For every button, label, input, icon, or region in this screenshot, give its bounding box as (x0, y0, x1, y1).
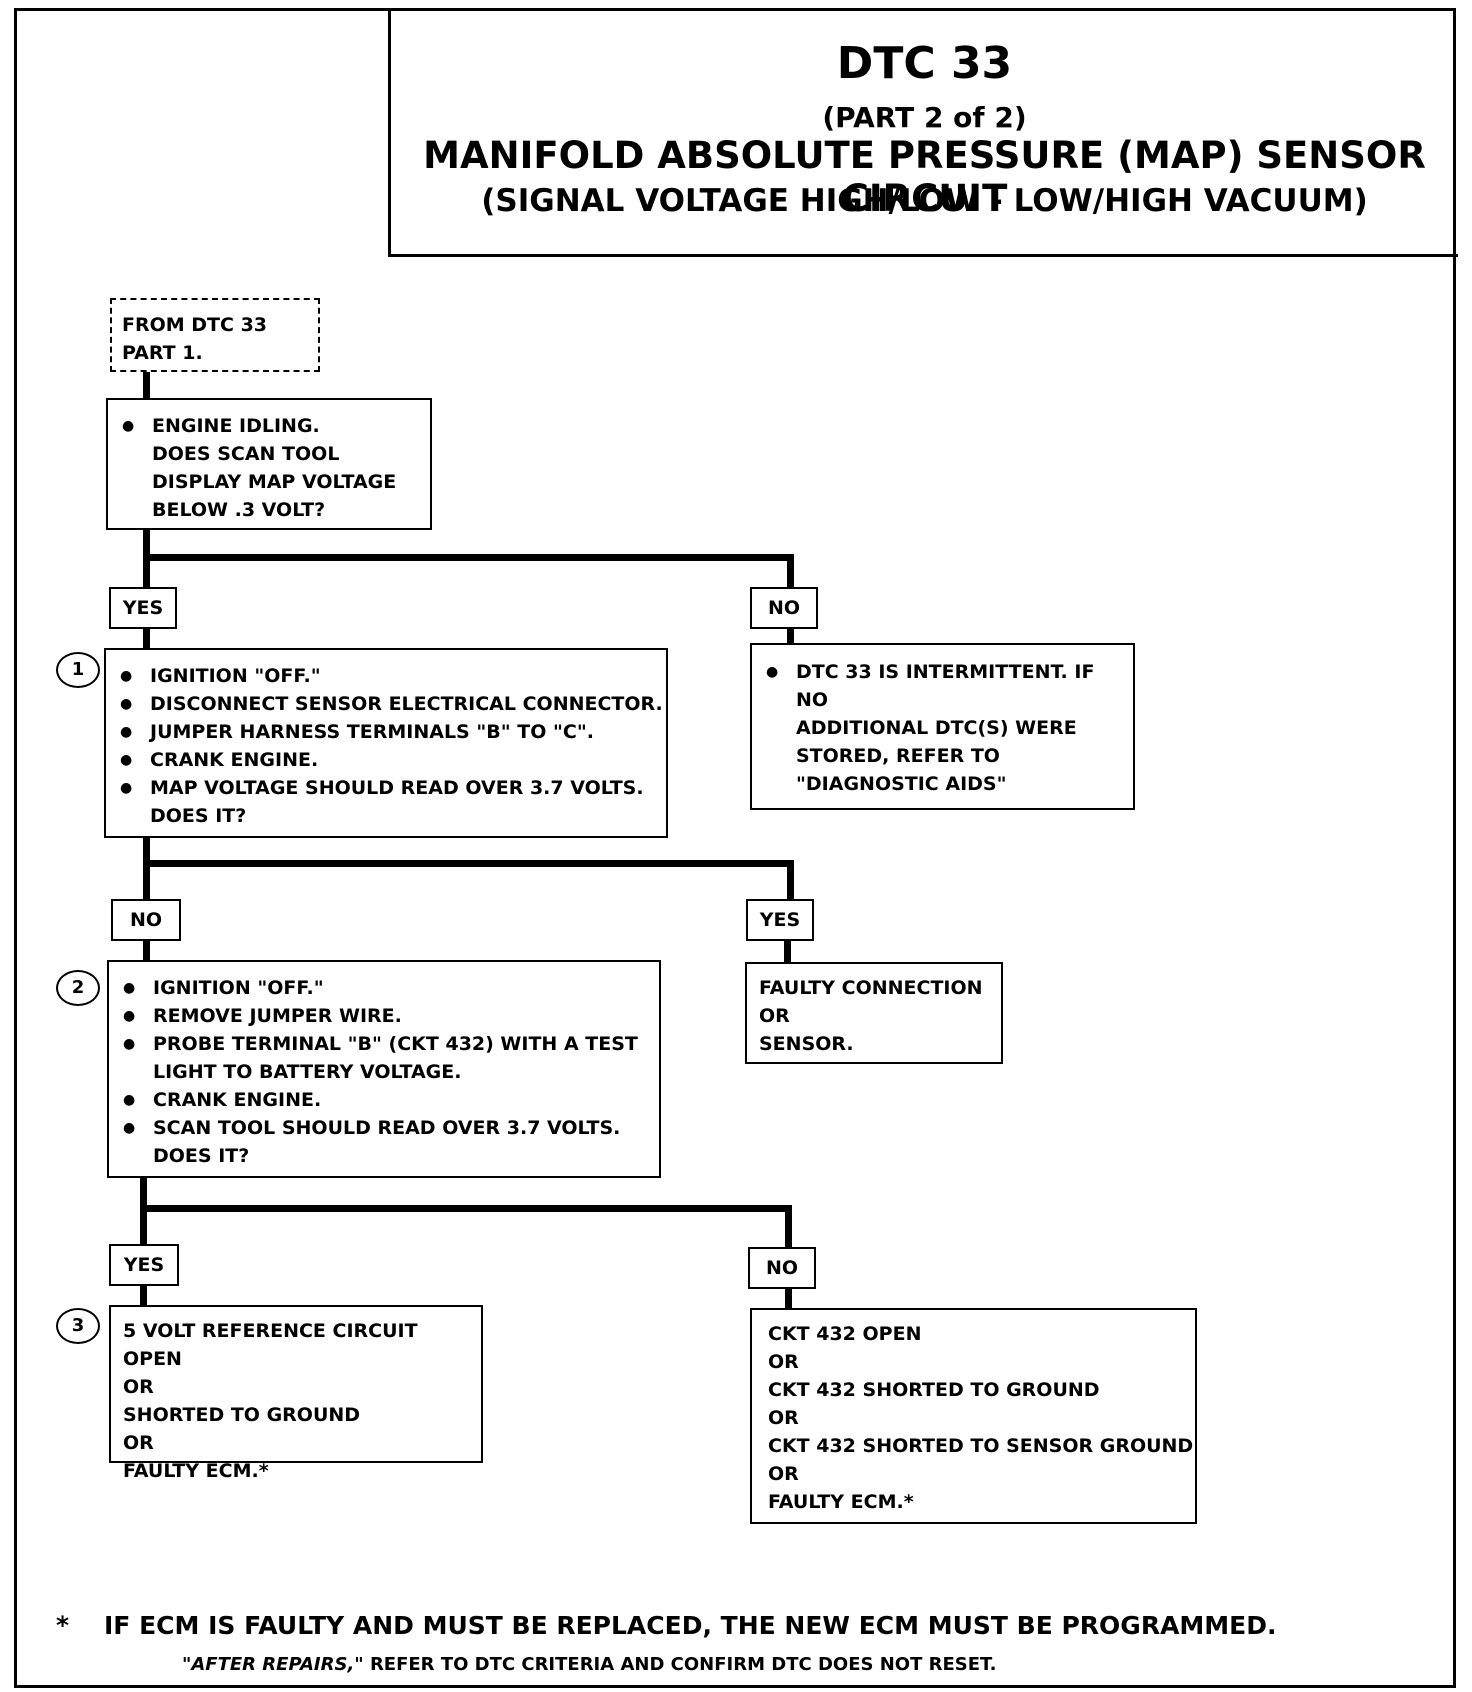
connector-line (785, 1284, 792, 1310)
yes-label: YES (109, 1244, 179, 1286)
footnote-star: * (56, 1611, 70, 1640)
no-label: NO (111, 899, 181, 941)
text-line: FAULTY CONNECTION (759, 977, 983, 999)
title-block: DTC 33 (PART 2 of 2) MANIFOLD ABSOLUTE P… (388, 10, 1458, 257)
intermittent-box: DTC 33 IS INTERMITTENT. IF NO ADDITIONAL… (750, 643, 1135, 810)
step-question: DOES IT? (153, 1145, 250, 1167)
yes-label: YES (746, 899, 814, 941)
step-item: MAP VOLTAGE SHOULD READ OVER 3.7 VOLTS. (106, 774, 666, 802)
connector-line (787, 627, 794, 649)
text-line: FAULTY ECM.* (123, 1460, 269, 1482)
start-line: FROM DTC 33 (122, 314, 268, 336)
connector-line (143, 370, 150, 400)
after-repairs-italic: "AFTER REPAIRS," (182, 1654, 364, 1675)
text-line: OR (123, 1432, 154, 1454)
connector-line (784, 939, 791, 963)
step-item: SCAN TOOL SHOULD READ OVER 3.7 VOLTS. (109, 1114, 659, 1142)
text-line: ADDITIONAL DTC(S) WERE (796, 717, 1077, 739)
start-box: FROM DTC 33 PART 1. (110, 298, 320, 372)
part-label: (PART 2 of 2) (822, 101, 1027, 134)
connector-line (143, 860, 794, 867)
connector-line (785, 1205, 792, 1249)
text-line: FAULTY ECM.* (768, 1491, 914, 1513)
text-line: SENSOR. (759, 1033, 854, 1055)
text-line: OR (768, 1463, 799, 1485)
connector-line (140, 1205, 792, 1212)
step-item: CRANK ENGINE. (109, 1086, 659, 1114)
circuit-subtitle: (SIGNAL VOLTAGE HIGH/LOW - LOW/HIGH VACU… (481, 183, 1368, 219)
connector-line (143, 627, 150, 649)
dtc-code: DTC 33 (836, 38, 1013, 89)
text-line: LIGHT TO BATTERY VOLTAGE. (153, 1061, 462, 1083)
ecm-footnote: * IF ECM IS FAULTY AND MUST BE REPLACED, … (56, 1611, 1277, 1640)
step-2-marker: 2 (56, 970, 100, 1006)
step-item: DISCONNECT SENSOR ELECTRICAL CONNECTOR. (106, 690, 666, 718)
step-item: IGNITION "OFF." (106, 662, 666, 690)
text-line: 5 VOLT REFERENCE CIRCUIT OPEN (123, 1320, 418, 1370)
text-line: "DIAGNOSTIC AIDS" (796, 773, 1007, 795)
step-item: CRANK ENGINE. (106, 746, 666, 774)
check-map-voltage-box: ENGINE IDLING. DOES SCAN TOOL DISPLAY MA… (106, 398, 432, 530)
step-item: ENGINE IDLING. DOES SCAN TOOL DISPLAY MA… (108, 412, 430, 524)
connector-line (787, 554, 794, 588)
connector-line (143, 836, 150, 900)
yes-label: YES (109, 587, 177, 629)
step-item: IGNITION "OFF." (109, 974, 659, 1002)
text-line: OR (123, 1376, 154, 1398)
no-label: NO (750, 587, 818, 629)
start-line: PART 1. (122, 342, 203, 364)
text-line: CKT 432 SHORTED TO SENSOR GROUND (768, 1435, 1194, 1457)
text-line: OR (759, 1005, 790, 1027)
connector-line (143, 939, 150, 961)
step-question: DOES IT? (150, 805, 247, 827)
step-item: REMOVE JUMPER WIRE. (109, 1002, 659, 1030)
step-item: PROBE TERMINAL "B" (CKT 432) WITH A TEST (109, 1030, 659, 1058)
step-1-marker: 1 (56, 652, 100, 688)
text-line: STORED, REFER TO (796, 745, 1000, 767)
text-line: SHORTED TO GROUND (123, 1404, 361, 1426)
text-line: CKT 432 SHORTED TO GROUND (768, 1379, 1100, 1401)
step-item: JUMPER HARNESS TERMINALS "B" TO "C". (106, 718, 666, 746)
step-3-marker: 3 (56, 1308, 100, 1344)
faulty-connection-box: FAULTY CONNECTION OR SENSOR. (745, 962, 1003, 1064)
jumper-test-box: IGNITION "OFF." DISCONNECT SENSOR ELECTR… (104, 648, 668, 838)
footnote-text: IF ECM IS FAULTY AND MUST BE REPLACED, T… (104, 1611, 1277, 1640)
diagram-frame (14, 8, 1456, 1688)
circuit-title: MANIFOLD ABSOLUTE PRESSURE (MAP) SENSOR … (423, 134, 1426, 220)
connector-line (140, 1284, 147, 1306)
ckt-432-box: CKT 432 OPEN OR CKT 432 SHORTED TO GROUN… (750, 1308, 1197, 1524)
probe-test-box: IGNITION "OFF." REMOVE JUMPER WIRE. PROB… (107, 960, 661, 1178)
after-repairs-text: REFER TO DTC CRITERIA AND CONFIRM DTC DO… (363, 1654, 997, 1675)
connector-line (143, 554, 794, 561)
text-line: OR (768, 1351, 799, 1373)
no-label: NO (748, 1247, 816, 1289)
text-line: CKT 432 OPEN (768, 1323, 922, 1345)
reference-circuit-box: 5 VOLT REFERENCE CIRCUIT OPEN OR SHORTED… (109, 1305, 483, 1482)
connector-line (787, 860, 794, 900)
after-repairs-note: "AFTER REPAIRS," REFER TO DTC CRITERIA A… (182, 1654, 996, 1675)
text-line: OR (768, 1407, 799, 1429)
step-item: DTC 33 IS INTERMITTENT. IF NO (752, 658, 1133, 714)
